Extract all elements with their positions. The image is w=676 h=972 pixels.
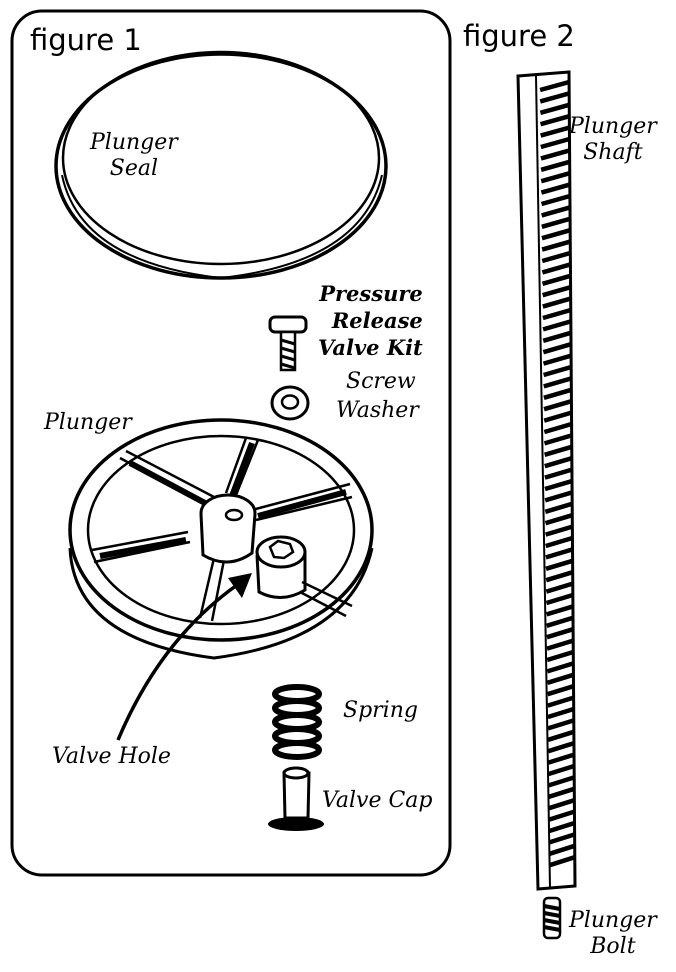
shaft-tooth — [542, 319, 572, 332]
shaft-tooth — [548, 843, 575, 856]
shaft-tooth — [548, 820, 575, 834]
label-spring: Spring — [343, 698, 418, 723]
shaft-tooth — [540, 159, 571, 172]
shaft-tooth — [544, 513, 573, 526]
shaft-tooth — [547, 752, 575, 765]
shaft-tooth — [544, 490, 573, 503]
shaft-tooth — [541, 205, 571, 218]
shaft-tooth — [544, 478, 573, 492]
shaft-tooth — [539, 102, 570, 115]
shaft-tooth — [539, 114, 570, 127]
shaft-tooth — [543, 387, 572, 400]
shaft-tooth — [541, 239, 571, 252]
label-plunger-shaft: Plunger Shaft — [569, 114, 657, 165]
shaft-tooth — [542, 285, 572, 298]
shaft-tooth — [548, 786, 575, 799]
shaft-tooth — [539, 91, 570, 104]
figure-2-title: figure 2 — [463, 19, 575, 53]
plunger-shaft — [516, 70, 577, 891]
shaft-tooth — [543, 376, 572, 389]
shaft-tooth — [546, 627, 574, 640]
shaft-tooth — [545, 581, 574, 594]
valve-hole-arrow — [116, 573, 252, 741]
shaft-tooth — [546, 615, 574, 628]
shaft-tooth — [544, 467, 573, 480]
shaft-tooth — [541, 228, 571, 241]
shaft-tooth — [544, 524, 574, 537]
figure-1-title: figure 1 — [30, 23, 142, 57]
shaft-tooth — [540, 182, 571, 195]
shaft-tooth — [543, 399, 573, 412]
label-pressure-release-valve-kit: Pressure Release Valve Kit — [318, 281, 423, 360]
spring-icon — [272, 684, 322, 760]
shaft-tooth — [547, 695, 575, 708]
shaft-tooth — [541, 216, 571, 229]
shaft-tooth — [546, 661, 575, 674]
shaft-tooth — [546, 684, 575, 697]
shaft-tooth — [545, 535, 574, 549]
shaft-tooth — [547, 763, 575, 777]
shaft-tooth — [547, 706, 575, 720]
plunger-bolt-icon — [542, 896, 562, 940]
shaft-tooth — [548, 775, 575, 788]
shaft-tooth — [543, 433, 573, 446]
shaft-tooth — [548, 832, 575, 845]
shaft-tooth — [539, 79, 570, 93]
label-washer: Washer — [336, 398, 419, 423]
shaft-tooth — [541, 250, 571, 264]
shaft-tooth — [545, 604, 574, 617]
shaft-tooth — [543, 421, 573, 435]
label-valve-cap: Valve Cap — [322, 788, 433, 813]
shaft-tooth — [542, 342, 572, 355]
shaft-tooth — [548, 798, 575, 811]
label-plunger-bolt: Plunger Bolt — [569, 908, 657, 959]
shaft-tooth — [542, 353, 572, 366]
shaft-tooth — [548, 809, 575, 822]
shaft-tooth — [547, 718, 575, 731]
shaft-tooth — [545, 558, 574, 571]
figure-1-panel — [10, 9, 452, 877]
valve-cap-icon — [268, 766, 324, 831]
shaft-tooth — [540, 125, 571, 138]
shaft-tooth — [547, 729, 575, 742]
shaft-tooth — [540, 136, 571, 150]
shaft-tooth — [547, 741, 575, 754]
shaft-tooth — [546, 649, 574, 663]
shaft-tooth — [545, 592, 574, 606]
shaft-tooth — [542, 330, 572, 343]
screw-icon — [268, 315, 308, 372]
shaft-tooth — [543, 364, 572, 378]
shaft-tooth — [540, 193, 571, 207]
washer-icon — [270, 385, 310, 421]
shaft-tooth — [546, 672, 575, 685]
label-valve-hole: Valve Hole — [52, 744, 171, 769]
label-plunger-seal: Plunger Seal — [90, 130, 178, 181]
shaft-tooth — [549, 855, 575, 868]
shaft-tooth — [545, 570, 574, 583]
shaft-tooth — [543, 410, 573, 423]
shaft-tooth — [540, 171, 571, 184]
label-screw: Screw — [346, 369, 416, 394]
shaft-tooth — [541, 273, 572, 286]
shaft-tooth — [541, 262, 572, 275]
shaft-tooth — [543, 444, 573, 457]
plunger-wheel — [68, 418, 374, 660]
shaft-tooth — [544, 501, 573, 514]
shaft-tooth — [542, 307, 572, 321]
shaft-tooth — [540, 148, 571, 161]
shaft-tooth — [544, 456, 573, 469]
label-plunger: Plunger — [44, 410, 132, 435]
shaft-tooth — [542, 296, 572, 309]
plunger-seal-ring — [54, 50, 388, 280]
shaft-tooth — [545, 547, 574, 560]
shaft-tooth — [546, 638, 574, 651]
